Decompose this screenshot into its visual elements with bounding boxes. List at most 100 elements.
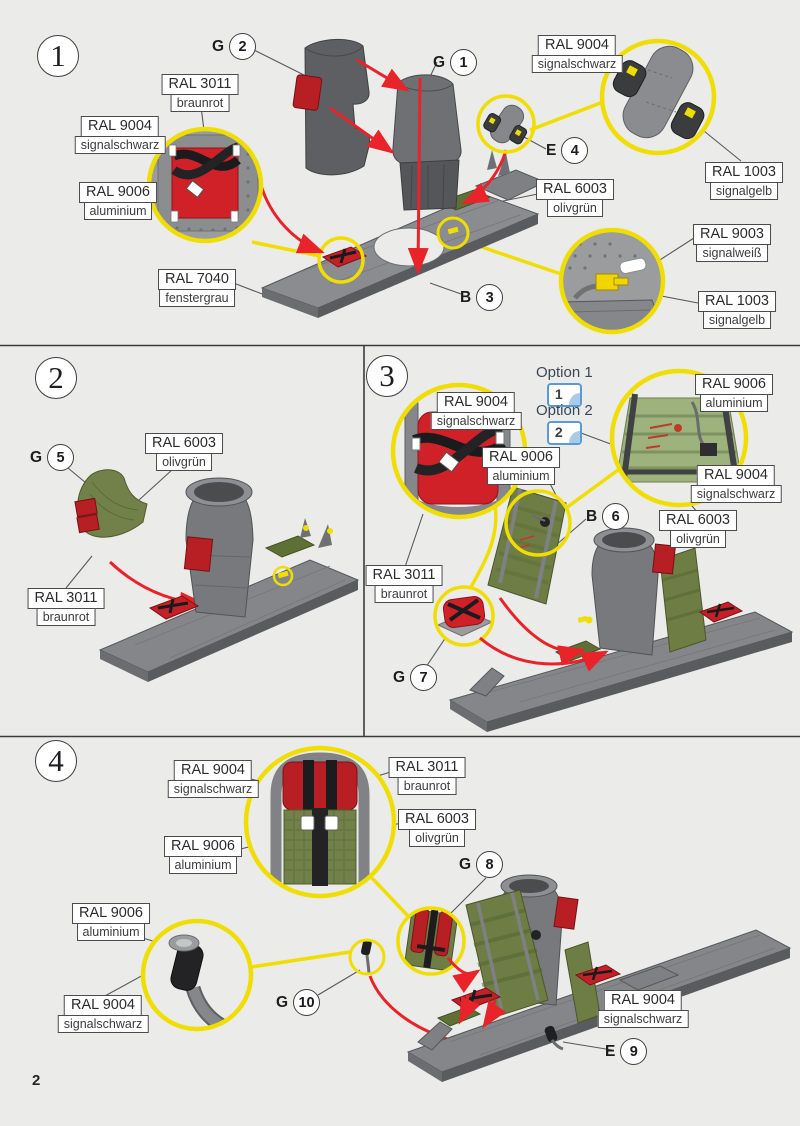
decal-box-2: 2 bbox=[546, 421, 582, 445]
callout-e4: E 4 bbox=[546, 137, 589, 164]
ral-name: braunrot bbox=[374, 584, 434, 603]
ral-code: RAL 9006 bbox=[482, 447, 560, 468]
ral-code: RAL 9004 bbox=[64, 995, 142, 1016]
step-3-numeral: 3 bbox=[379, 358, 395, 393]
ral-code: RAL 6003 bbox=[145, 433, 223, 454]
callout-letter: G bbox=[30, 448, 43, 466]
ral-code: RAL 1003 bbox=[705, 162, 783, 183]
ral-name: aluminium bbox=[486, 466, 556, 485]
callout-g5: G 5 bbox=[30, 444, 75, 471]
option-2: Option 2 2 bbox=[536, 402, 593, 445]
step-4-number: 4 bbox=[35, 740, 77, 782]
decal-icon bbox=[568, 431, 580, 443]
ral-name: aluminium bbox=[699, 393, 769, 412]
part-number: 1 bbox=[459, 54, 468, 71]
ral-code: RAL 9004 bbox=[604, 990, 682, 1011]
callout-g2: G 2 bbox=[212, 33, 257, 60]
ral-label-9004: RAL 9004 signalschwarz bbox=[531, 35, 623, 73]
ral-name: signalgelb bbox=[702, 310, 772, 329]
decal-box-1: 1 bbox=[546, 383, 582, 407]
ral-label-9006: RAL 9006 aluminium bbox=[72, 903, 150, 941]
ral-name: olivgrün bbox=[409, 828, 465, 847]
step4-art bbox=[102, 745, 792, 1082]
ral-label-9006: RAL 9006 aluminium bbox=[482, 447, 560, 485]
decal-number: 1 bbox=[554, 386, 563, 402]
part-number-circle: 5 bbox=[47, 444, 75, 471]
callout-letter: E bbox=[546, 141, 557, 159]
part-number: 9 bbox=[629, 1043, 638, 1060]
ral-name: olivgrün bbox=[156, 452, 212, 471]
page-number: 2 bbox=[32, 1072, 41, 1089]
ral-code: RAL 9004 bbox=[174, 760, 252, 781]
callout-letter: G bbox=[212, 37, 225, 55]
ral-label-6003: RAL 6003 olivgrün bbox=[398, 809, 476, 847]
callout-letter: B bbox=[586, 507, 598, 525]
callout-b6: B 6 bbox=[586, 503, 630, 530]
ral-name: aluminium bbox=[83, 201, 153, 220]
ral-name: fenstergrau bbox=[159, 288, 235, 307]
ral-name: signalweiß bbox=[696, 243, 768, 262]
ral-code: RAL 6003 bbox=[398, 809, 476, 830]
part-number-circle: 6 bbox=[602, 503, 630, 530]
ral-label-9004: RAL 9004 signalschwarz bbox=[597, 990, 689, 1028]
ral-name: signalschwarz bbox=[597, 1009, 689, 1028]
ral-label-3011: RAL 3011 braunrot bbox=[161, 74, 239, 112]
part-number-circle: 4 bbox=[561, 137, 589, 164]
ral-name: braunrot bbox=[397, 776, 457, 795]
ral-name: olivgrün bbox=[670, 529, 726, 548]
ral-name: signalschwarz bbox=[57, 1014, 149, 1033]
part-number-circle: 8 bbox=[476, 851, 504, 878]
ral-label-9006: RAL 9006 aluminium bbox=[695, 374, 773, 412]
ral-code: RAL 3011 bbox=[365, 565, 443, 586]
ral-label-9004: RAL 9004 signalschwarz bbox=[690, 465, 782, 503]
ral-label-6003: RAL 6003 olivgrün bbox=[536, 179, 614, 217]
ral-code: RAL 9003 bbox=[693, 224, 771, 245]
ral-name: braunrot bbox=[36, 607, 96, 626]
part-number: 3 bbox=[485, 289, 494, 306]
part-number-circle: 1 bbox=[450, 49, 478, 76]
ral-code: RAL 3011 bbox=[388, 757, 466, 778]
seat-pan-inset bbox=[149, 129, 261, 241]
ral-name: olivgrün bbox=[547, 198, 603, 217]
step-4-numeral: 4 bbox=[48, 743, 64, 778]
ral-name: braunrot bbox=[170, 93, 230, 112]
ral-code: RAL 9004 bbox=[437, 392, 515, 413]
callout-g10: G 10 bbox=[276, 989, 321, 1016]
seat-back-part-inset bbox=[398, 908, 464, 974]
callout-g7: G 7 bbox=[393, 664, 438, 691]
part-number: 4 bbox=[570, 142, 579, 159]
ral-label-9006: RAL 9006 aluminium bbox=[79, 182, 157, 220]
part-number-circle: 10 bbox=[293, 989, 321, 1016]
step-1-number: 1 bbox=[37, 35, 79, 77]
callout-e9: E 9 bbox=[605, 1038, 648, 1065]
ral-label-1003: RAL 1003 signalgelb bbox=[698, 291, 776, 329]
ral-label-6003: RAL 6003 olivgrün bbox=[659, 510, 737, 548]
ral-label-9004: RAL 9004 signalschwarz bbox=[167, 760, 259, 798]
part-number: 2 bbox=[238, 38, 247, 55]
part-number-circle: 9 bbox=[620, 1038, 648, 1065]
step-3-number: 3 bbox=[366, 355, 408, 397]
ral-label-7040: RAL 7040 fenstergrau bbox=[158, 269, 236, 307]
part-number: 10 bbox=[298, 994, 315, 1011]
ral-label-3011: RAL 3011 braunrot bbox=[365, 565, 443, 603]
ral-name: signalschwarz bbox=[430, 411, 522, 430]
option-1-label: Option 1 bbox=[536, 364, 593, 381]
ral-label-9003: RAL 9003 signalweiß bbox=[693, 224, 771, 262]
ral-code: RAL 6003 bbox=[659, 510, 737, 531]
seat-back-inset bbox=[246, 748, 394, 896]
ral-code: RAL 3011 bbox=[161, 74, 239, 95]
ral-label-6003: RAL 6003 olivgrün bbox=[145, 433, 223, 471]
callout-letter: B bbox=[460, 288, 472, 306]
ral-label-9004: RAL 9004 signalschwarz bbox=[57, 995, 149, 1033]
stick-part bbox=[360, 939, 372, 976]
rudder-pedal-part bbox=[483, 104, 528, 145]
part-number-circle: 2 bbox=[229, 33, 257, 60]
ral-code: RAL 7040 bbox=[158, 269, 236, 290]
ral-label-9004: RAL 9004 signalschwarz bbox=[430, 392, 522, 430]
step2-art bbox=[65, 458, 360, 682]
part-number: 6 bbox=[611, 508, 620, 525]
ral-code: RAL 9006 bbox=[79, 182, 157, 203]
control-stick-inset bbox=[143, 921, 251, 1029]
ral-code: RAL 9006 bbox=[695, 374, 773, 395]
